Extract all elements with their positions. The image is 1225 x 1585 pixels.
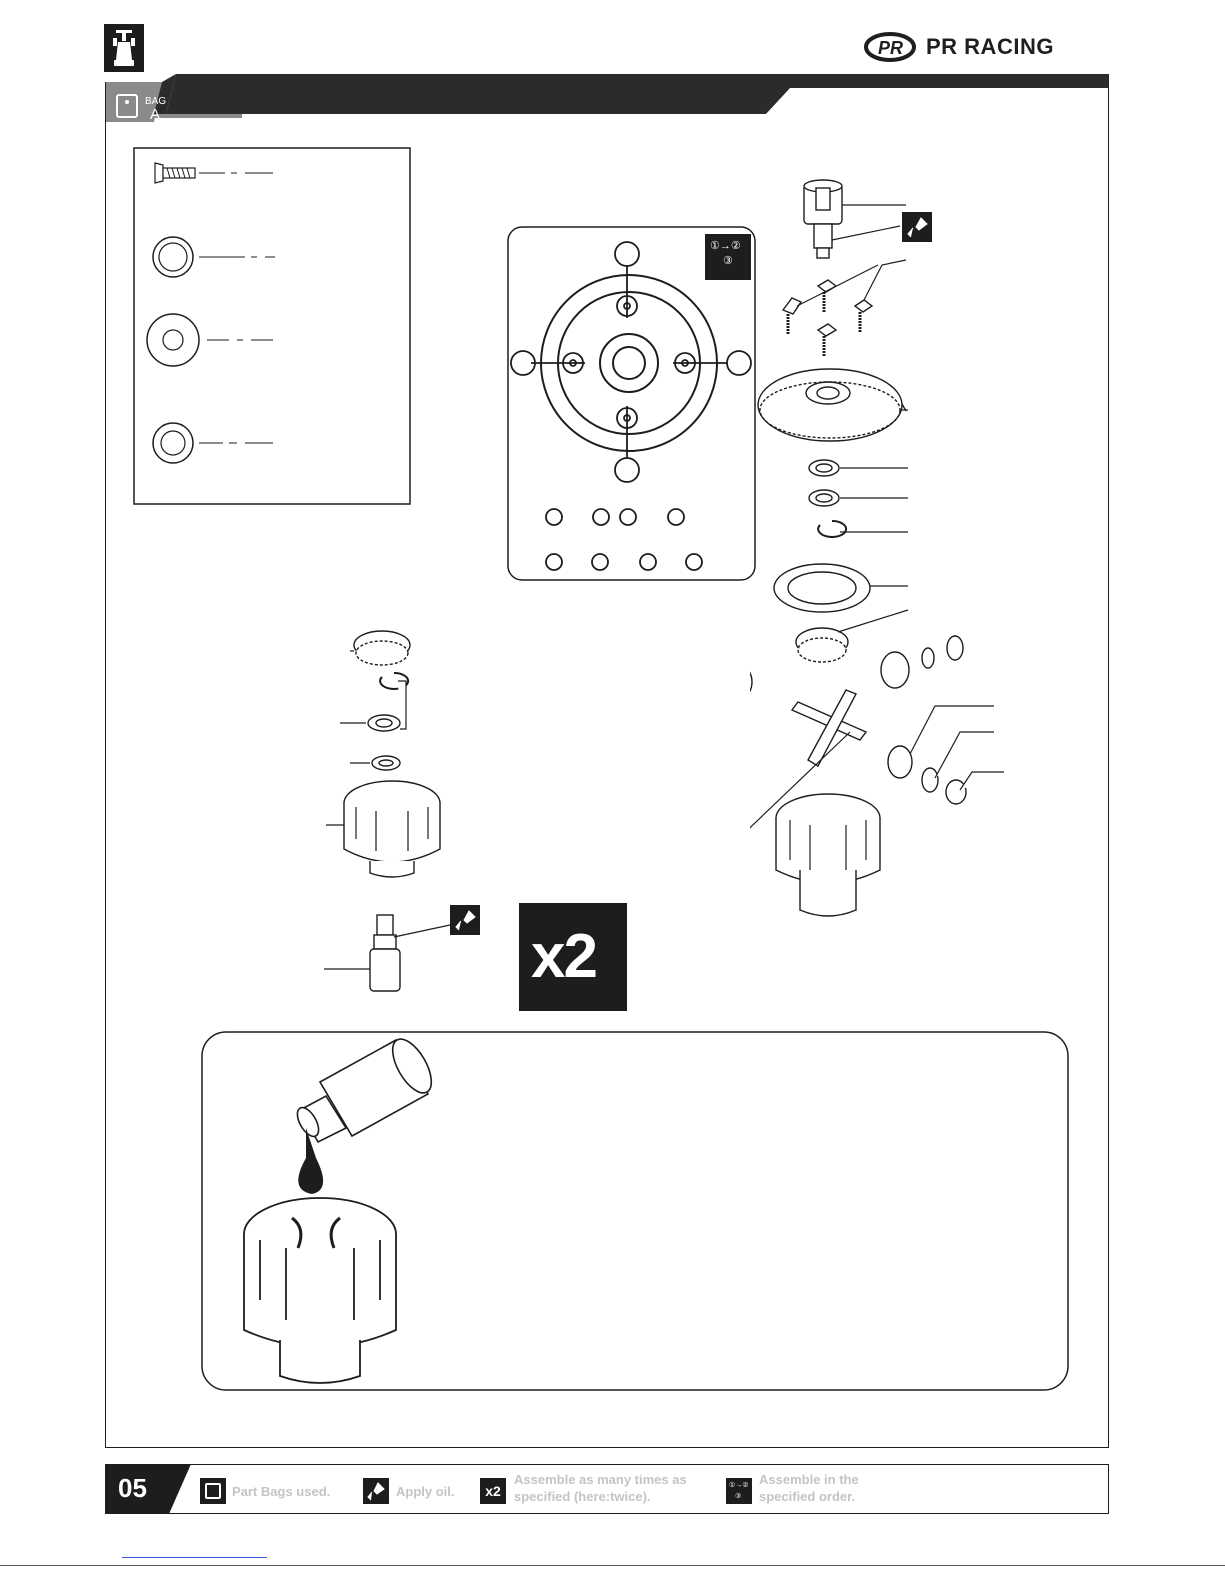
order-step-2: ② xyxy=(731,240,741,252)
legend-x2-icon: x2 xyxy=(480,1478,506,1504)
screw-part xyxy=(155,163,273,183)
legend-oil-text: Apply oil. xyxy=(396,1483,455,1500)
legend-order-line1: Assemble in the xyxy=(759,1471,859,1488)
legend-x2-line2: specified (here:twice). xyxy=(514,1488,687,1505)
repeat-x2-text: x2 xyxy=(531,921,596,992)
legend-oil-icon xyxy=(363,1478,389,1504)
washer-part-1 xyxy=(153,237,275,277)
brand-logo: PR PR RACING xyxy=(862,30,1112,64)
legend-x2-line1: Assemble as many times as xyxy=(514,1471,687,1488)
legend-x2-text: Assemble as many times as specified (her… xyxy=(514,1471,687,1505)
legend-order-line2: specified order. xyxy=(759,1488,859,1505)
legend-bag-icon xyxy=(200,1478,226,1504)
order-step-3: ③ xyxy=(723,255,733,267)
brand-name: PR RACING xyxy=(926,34,1054,60)
bottom-rule xyxy=(0,1565,1225,1566)
exploded-differential-right xyxy=(750,170,1010,930)
tightening-order-diagram xyxy=(507,226,757,586)
washer-part-3 xyxy=(153,423,273,463)
legend-order-text: Assemble in the specified order. xyxy=(759,1471,859,1505)
legend-bag-text: Part Bags used. xyxy=(232,1483,330,1500)
oil-fill-panel xyxy=(200,1030,1072,1394)
page-number: 05 xyxy=(118,1473,147,1504)
legend-x2-icon-text: x2 xyxy=(485,1483,501,1499)
repeat-x2-badge: x2 xyxy=(519,903,627,1011)
order-badge: ①→② ③ xyxy=(705,234,751,280)
washer-part-2 xyxy=(147,314,273,366)
screw-group xyxy=(783,260,906,356)
legend-order-icon: ①→② ③ xyxy=(726,1478,752,1504)
parts-list-box xyxy=(133,147,413,507)
exploded-differential-left xyxy=(320,625,500,1005)
bottom-link-underline xyxy=(122,1557,267,1558)
svg-text:PR: PR xyxy=(878,38,903,58)
order-step-1: ① xyxy=(710,240,720,252)
car-icon xyxy=(104,24,144,72)
